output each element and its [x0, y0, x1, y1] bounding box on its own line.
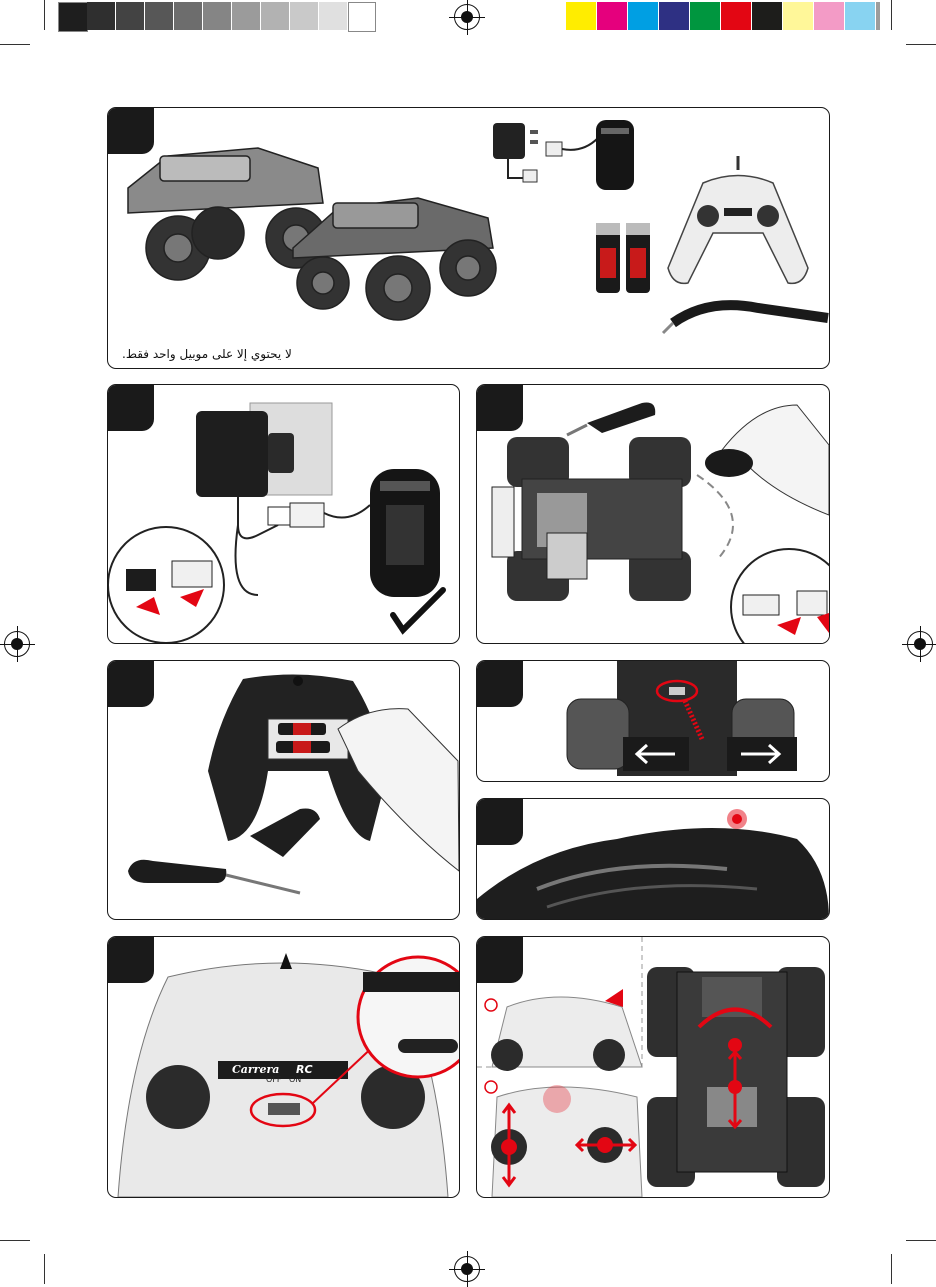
- crop-mark: [44, 0, 45, 30]
- charger-icon: [493, 123, 598, 182]
- panel-install-battery: [476, 384, 830, 644]
- step-tab: [107, 936, 154, 983]
- gray-swatch: [232, 2, 260, 30]
- gray-swatch: [261, 2, 289, 30]
- color-swatch: [814, 2, 844, 30]
- color-swatch: [566, 2, 596, 30]
- color-swatch: [628, 2, 658, 30]
- hand-icon: [705, 405, 829, 515]
- color-swatch: [783, 2, 813, 30]
- gray-swatch: [174, 2, 202, 30]
- connector-icon: [731, 549, 829, 643]
- crop-mark: [906, 44, 936, 45]
- step-tab: [107, 384, 154, 431]
- gray-swatch: [58, 2, 88, 32]
- registration-mark-icon: [454, 1256, 480, 1282]
- color-swatch: [659, 2, 689, 30]
- step-tab: [476, 936, 523, 983]
- step-tab: [476, 384, 523, 431]
- gray-swatch: [290, 2, 318, 30]
- brand-logo: Carrera: [232, 1063, 279, 1076]
- remote-icon: [668, 156, 808, 283]
- color-swatch: [845, 2, 875, 30]
- panel-truck-switch: [476, 660, 830, 782]
- step-tab: [107, 660, 154, 707]
- arrow-left-icon: [623, 737, 689, 771]
- switch-on-label: ON: [289, 1075, 301, 1084]
- gray-swatch: [203, 2, 231, 30]
- panel-remote-switch: OFF ON Carrera RC: [107, 936, 460, 1198]
- battery-cover-icon: [250, 808, 320, 857]
- crop-mark: [0, 44, 30, 45]
- screwdriver-icon: [567, 403, 655, 436]
- gray-swatch: [145, 2, 173, 30]
- contents-illustration: [108, 108, 829, 368]
- panel-steering: [476, 936, 830, 1198]
- crop-mark: [891, 0, 892, 30]
- panel-package-contents: لا يحتوي إلا على موبيل واحد فقط.: [107, 107, 830, 369]
- contents-note: لا يحتوي إلا على موبيل واحد فقط.: [122, 347, 292, 361]
- color-swatch: [752, 2, 782, 30]
- registration-mark-icon: [4, 631, 30, 657]
- brand-rc-logo: RC: [296, 1063, 313, 1076]
- connector-icon: [236, 503, 371, 595]
- registration-mark-icon: [907, 631, 933, 657]
- crop-mark: [0, 1240, 30, 1241]
- gray-swatch: [319, 2, 347, 30]
- screwdriver-icon: [128, 860, 300, 893]
- panel-led: [476, 798, 830, 920]
- truck-icon: [293, 198, 496, 320]
- battery-pack-icon: [370, 469, 440, 597]
- led-icon: [727, 809, 747, 829]
- lanyard-icon: [663, 305, 828, 333]
- panel-charging: [107, 384, 460, 644]
- crop-mark: [906, 1240, 936, 1241]
- aa-battery-icon: [596, 223, 650, 293]
- switch-off-label: OFF: [266, 1075, 282, 1084]
- zoom-circle: [358, 957, 459, 1077]
- registration-mark-icon: [454, 4, 480, 30]
- gray-swatch: [87, 2, 115, 30]
- battery-pack-icon: [596, 120, 634, 190]
- panel-remote-batteries: [107, 660, 460, 920]
- color-swatch: [597, 2, 627, 30]
- crop-mark: [891, 1254, 892, 1284]
- color-swatch: [690, 2, 720, 30]
- step-tab: [476, 798, 523, 845]
- remote-icon: [485, 989, 642, 1071]
- color-swatch: [721, 2, 751, 30]
- arrow-right-icon: [727, 737, 797, 771]
- step-tab: [107, 107, 154, 154]
- truck-body-icon: [477, 828, 829, 919]
- gray-swatch: [116, 2, 144, 30]
- connector-icon: [108, 527, 224, 643]
- crop-mark: [44, 1254, 45, 1284]
- step-tab: [476, 660, 523, 707]
- color-swatch: [876, 2, 880, 30]
- gray-swatch: [348, 2, 376, 32]
- remote-icon: [485, 1081, 642, 1197]
- truck-icon: [128, 148, 326, 280]
- truck-underside-icon: [492, 437, 691, 601]
